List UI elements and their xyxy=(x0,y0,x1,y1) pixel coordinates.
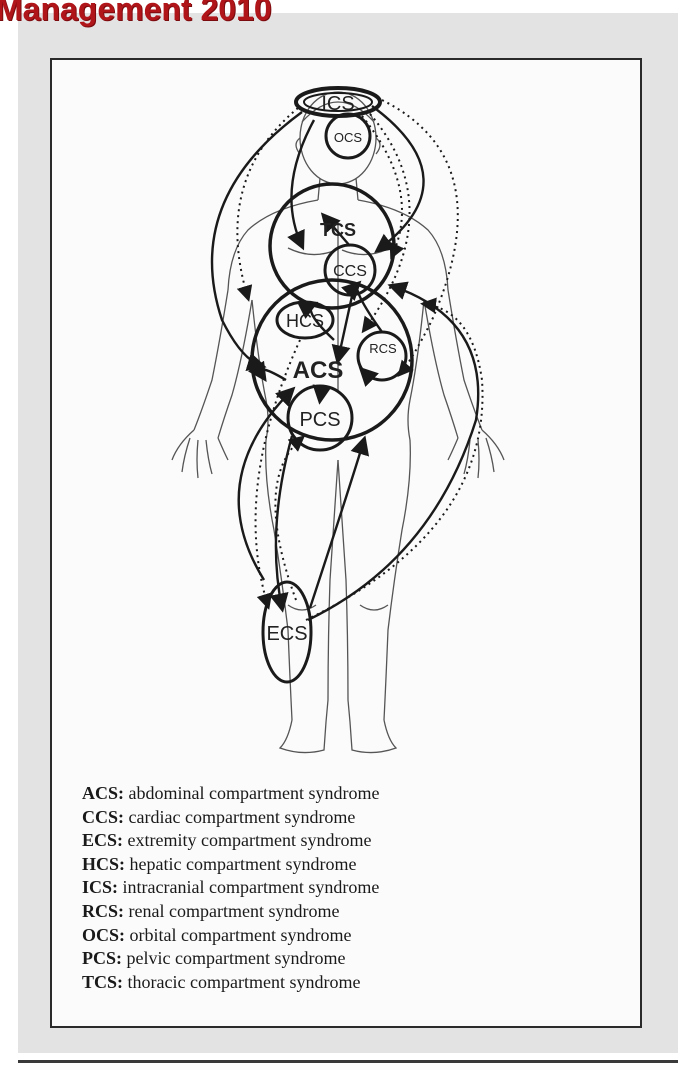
legend-item-rcs: RCS: renal compartment syndrome xyxy=(82,900,379,924)
label-ccs: CCS xyxy=(333,263,367,280)
label-ecs: ECS xyxy=(266,623,307,645)
legend-abbr: PCS: xyxy=(82,948,122,968)
legend-abbr: ECS: xyxy=(82,830,123,850)
label-tcs: TCS xyxy=(320,220,356,240)
legend-item-pcs: PCS: pelvic compartment syndrome xyxy=(82,947,379,971)
legend-text: extremity compartment syndrome xyxy=(123,830,371,850)
legend-text: intracranial compartment syndrome xyxy=(118,877,379,897)
legend-abbr: HCS: xyxy=(82,854,125,874)
legend-text: cardiac compartment syndrome xyxy=(124,807,355,827)
label-acs: ACS xyxy=(293,357,344,384)
legend-abbr: ACS: xyxy=(82,783,124,803)
legend-text: abdominal compartment syndrome xyxy=(124,783,379,803)
slide-title: Management 2010 xyxy=(0,0,272,28)
legend-item-tcs: TCS: thoracic compartment syndrome xyxy=(82,971,379,995)
legend-text: thoracic compartment syndrome xyxy=(123,972,360,992)
label-ocs: OCS xyxy=(334,130,363,145)
legend-item-acs: ACS: abdominal compartment syndrome xyxy=(82,782,379,806)
legend-text: pelvic compartment syndrome xyxy=(122,948,345,968)
legend-text: renal compartment syndrome xyxy=(124,901,339,921)
label-pcs: PCS xyxy=(299,409,340,431)
bottom-rule xyxy=(18,1060,678,1063)
legend: ACS: abdominal compartment syndrome CCS:… xyxy=(82,782,379,994)
label-ics: ICS xyxy=(321,93,354,115)
legend-item-hcs: HCS: hepatic compartment syndrome xyxy=(82,853,379,877)
legend-abbr: CCS: xyxy=(82,807,124,827)
label-rcs: RCS xyxy=(369,341,397,356)
figure-frame: ICS OCS TCS CCS HCS RCS ACS PCS ECS ACS:… xyxy=(50,58,642,1028)
legend-abbr: TCS: xyxy=(82,972,123,992)
compartment-rings xyxy=(252,88,412,682)
legend-item-ics: ICS: intracranial compartment syndrome xyxy=(82,876,379,900)
legend-item-ocs: OCS: orbital compartment syndrome xyxy=(82,924,379,948)
legend-abbr: ICS: xyxy=(82,877,118,897)
legend-abbr: RCS: xyxy=(82,901,124,921)
body-diagram: ICS OCS TCS CCS HCS RCS ACS PCS ECS xyxy=(52,60,640,760)
legend-abbr: OCS: xyxy=(82,925,125,945)
legend-item-ecs: ECS: extremity compartment syndrome xyxy=(82,829,379,853)
legend-item-ccs: CCS: cardiac compartment syndrome xyxy=(82,806,379,830)
legend-text: orbital compartment syndrome xyxy=(125,925,351,945)
label-hcs: HCS xyxy=(286,311,324,331)
legend-text: hepatic compartment syndrome xyxy=(125,854,356,874)
interaction-arrows-dotted xyxy=(237,100,482,620)
